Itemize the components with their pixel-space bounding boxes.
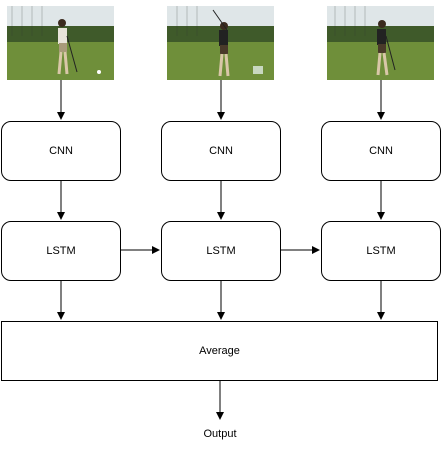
lstm-block-2: LSTM [161, 221, 281, 281]
lstm-block-3: LSTM [321, 221, 441, 281]
video-frame-1 [7, 6, 114, 80]
average-block: Average [1, 321, 438, 381]
cnn-label: CNN [369, 145, 393, 157]
average-label: Average [199, 345, 240, 357]
golf-swing-frame-2-icon [167, 6, 274, 80]
cnn-block-3: CNN [321, 121, 441, 181]
video-frame-2 [167, 6, 274, 80]
lstm-block-1: LSTM [1, 221, 121, 281]
cnn-label: CNN [49, 145, 73, 157]
video-frame-3 [327, 6, 434, 80]
golf-swing-frame-1-icon [7, 6, 114, 80]
cnn-block-1: CNN [1, 121, 121, 181]
golf-swing-frame-3-icon [327, 6, 434, 80]
lstm-label: LSTM [206, 245, 236, 257]
lstm-label: LSTM [46, 245, 76, 257]
lstm-label: LSTM [366, 245, 396, 257]
cnn-block-2: CNN [161, 121, 281, 181]
output-label: Output [203, 428, 237, 440]
cnn-label: CNN [209, 145, 233, 157]
